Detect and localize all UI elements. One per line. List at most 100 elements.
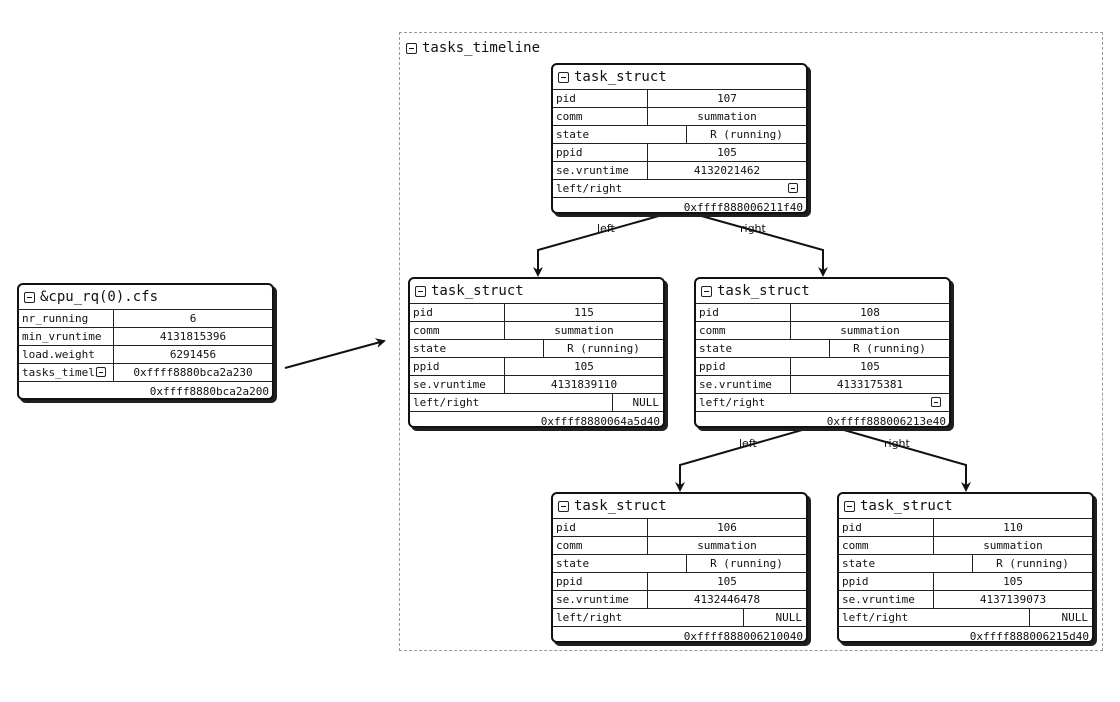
node-title: task_struct [431, 283, 524, 299]
container-title: tasks_timeline [422, 40, 541, 56]
node-title: task_struct [717, 283, 810, 299]
field-value: 6291456 [169, 348, 217, 361]
field-key: se.vruntime [410, 376, 505, 393]
node-title: task_struct [574, 69, 667, 85]
field-key: ppid [839, 573, 934, 590]
field-row-ppid: ppid 105 [410, 358, 663, 376]
field-value: NULL [743, 609, 806, 626]
field-value: 0xffff8880bca2a230 [133, 366, 253, 379]
field-row-pid: pid 106 [553, 519, 806, 537]
collapse-icon[interactable] [558, 500, 569, 512]
field-row-pid: pid 110 [839, 519, 1092, 537]
edge-107-right [679, 209, 828, 277]
field-key: nr_running [19, 310, 114, 327]
field-key: state [556, 557, 590, 570]
field-value: NULL [1029, 609, 1092, 626]
field-value: NULL [612, 394, 663, 411]
edge-label-right: right [884, 437, 910, 450]
node-address: 0xffff888006213e40 [826, 415, 946, 428]
field-row-ppid: ppid 105 [696, 358, 949, 376]
field-value: summation [840, 324, 900, 337]
field-key: ppid [696, 358, 791, 375]
field-key: load.weight [19, 346, 114, 363]
field-value: R (running) [686, 126, 806, 143]
field-key: pid [410, 304, 505, 321]
node-address: 0xffff888006215d40 [969, 630, 1089, 643]
collapse-icon[interactable] [788, 183, 798, 193]
field-key: left/right [556, 611, 623, 624]
edge-108-left [675, 423, 824, 492]
field-value: R (running) [829, 340, 949, 357]
collapse-icon[interactable] [931, 397, 941, 407]
field-value: R (running) [972, 555, 1092, 572]
collapse-icon[interactable] [558, 71, 569, 83]
field-key: comm [553, 537, 648, 554]
field-row: nr_running 6 [19, 310, 272, 328]
field-key: pid [839, 519, 934, 536]
field-key: state [413, 342, 447, 355]
field-value: 105 [574, 360, 594, 373]
edge-label-left: left [739, 437, 757, 450]
field-key: se.vruntime [839, 591, 934, 608]
field-value: 4131815396 [159, 330, 227, 343]
collapse-icon[interactable] [406, 42, 417, 54]
field-key: ppid [410, 358, 505, 375]
node-address: 0xffff8880064a5d40 [540, 415, 660, 428]
field-row-leftright: left/right [553, 180, 806, 198]
field-key: comm [553, 108, 648, 125]
field-value: 106 [717, 521, 737, 534]
field-row-ppid: ppid 105 [839, 573, 1092, 591]
field-key: comm [410, 322, 505, 339]
field-value: 4132021462 [693, 164, 761, 177]
field-row: min_vruntime 4131815396 [19, 328, 272, 346]
field-value: 4137139073 [979, 593, 1047, 606]
field-key: pid [553, 519, 648, 536]
field-value: summation [983, 539, 1043, 552]
collapse-icon[interactable] [24, 291, 35, 303]
collapse-icon[interactable] [415, 285, 426, 297]
field-value: 105 [1003, 575, 1023, 588]
field-key: tasks_timeli [19, 364, 114, 381]
field-key: comm [696, 322, 791, 339]
node-header: task_struct [410, 279, 663, 304]
field-value: 110 [1003, 521, 1023, 534]
edge-107-left [533, 209, 681, 277]
container-header: tasks_timeline [406, 40, 540, 56]
field-value: summation [697, 539, 757, 552]
node-header: task_struct [553, 494, 806, 519]
field-value: 4132446478 [693, 593, 761, 606]
field-row-leftright: left/right [696, 394, 949, 412]
cfs-node: &cpu_rq(0).cfs nr_running 6 min_vruntime… [17, 283, 274, 400]
collapse-icon[interactable] [96, 367, 106, 377]
field-key: pid [553, 90, 648, 107]
field-value: 107 [717, 92, 737, 105]
node-title: task_struct [860, 498, 953, 514]
field-value: 105 [717, 575, 737, 588]
collapse-icon[interactable] [844, 500, 855, 512]
field-key: state [556, 128, 590, 141]
field-value: 105 [860, 360, 880, 373]
field-key: min_vruntime [19, 328, 114, 345]
field-value: 6 [189, 312, 197, 325]
node-header: &cpu_rq(0).cfs [19, 285, 272, 310]
field-key: pid [696, 304, 791, 321]
collapse-icon[interactable] [701, 285, 712, 297]
edge-label-left: left [597, 222, 615, 235]
